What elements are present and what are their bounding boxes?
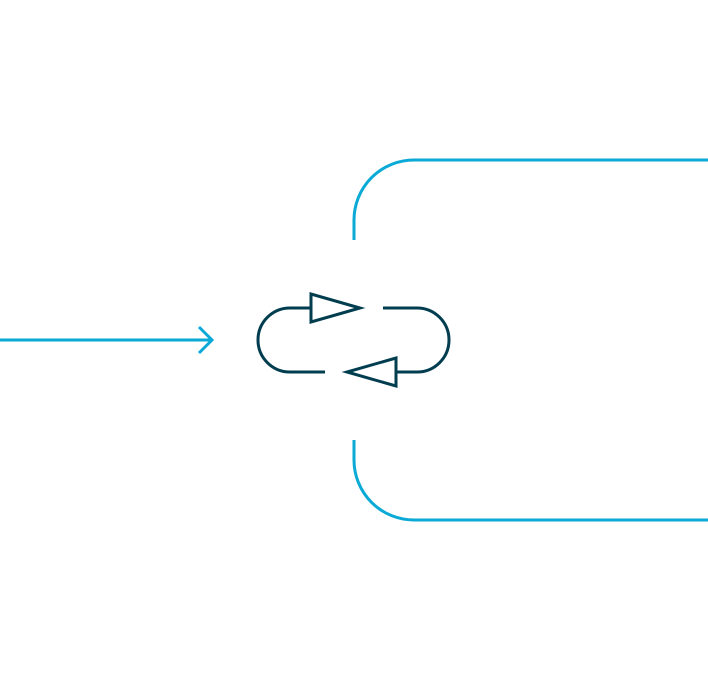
arrow-right-icon [197, 325, 215, 355]
cycle-loop-icon [256, 292, 451, 388]
cycle-arrowhead-left [341, 356, 398, 388]
cycle-right-arc [383, 306, 451, 374]
bracket-top [352, 158, 708, 240]
cycle-left-arc [256, 306, 325, 374]
cycle-arrowhead-right [309, 292, 366, 324]
bracket-bottom [352, 440, 708, 522]
input-arrow [0, 325, 215, 355]
